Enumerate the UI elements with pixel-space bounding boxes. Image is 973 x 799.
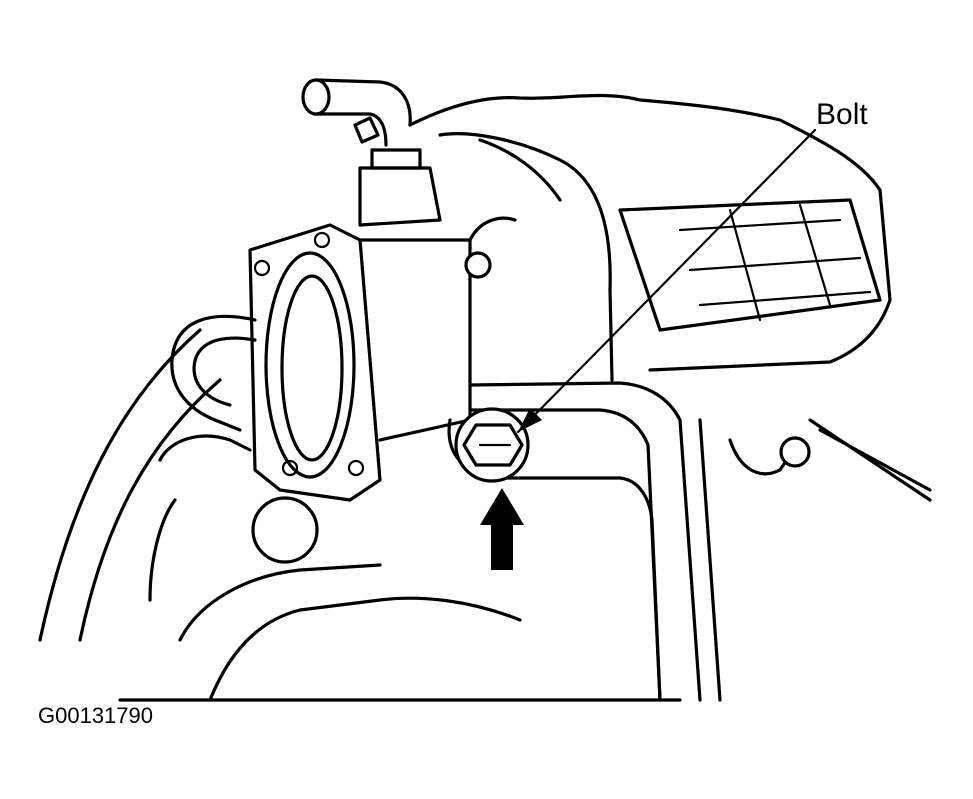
vacuum-hose bbox=[301, 78, 442, 227]
throttle-body bbox=[248, 216, 517, 502]
bolt bbox=[454, 407, 530, 483]
mounting-bracket bbox=[447, 381, 932, 702]
bolt-label: Bolt bbox=[816, 98, 868, 131]
up-arrow-icon bbox=[480, 488, 524, 570]
intake-casing bbox=[38, 328, 682, 702]
bolt-leader-line bbox=[516, 128, 817, 434]
upper-plenum bbox=[408, 93, 892, 382]
figure-id: G00131790 bbox=[38, 703, 153, 728]
left-pipes bbox=[158, 314, 319, 564]
